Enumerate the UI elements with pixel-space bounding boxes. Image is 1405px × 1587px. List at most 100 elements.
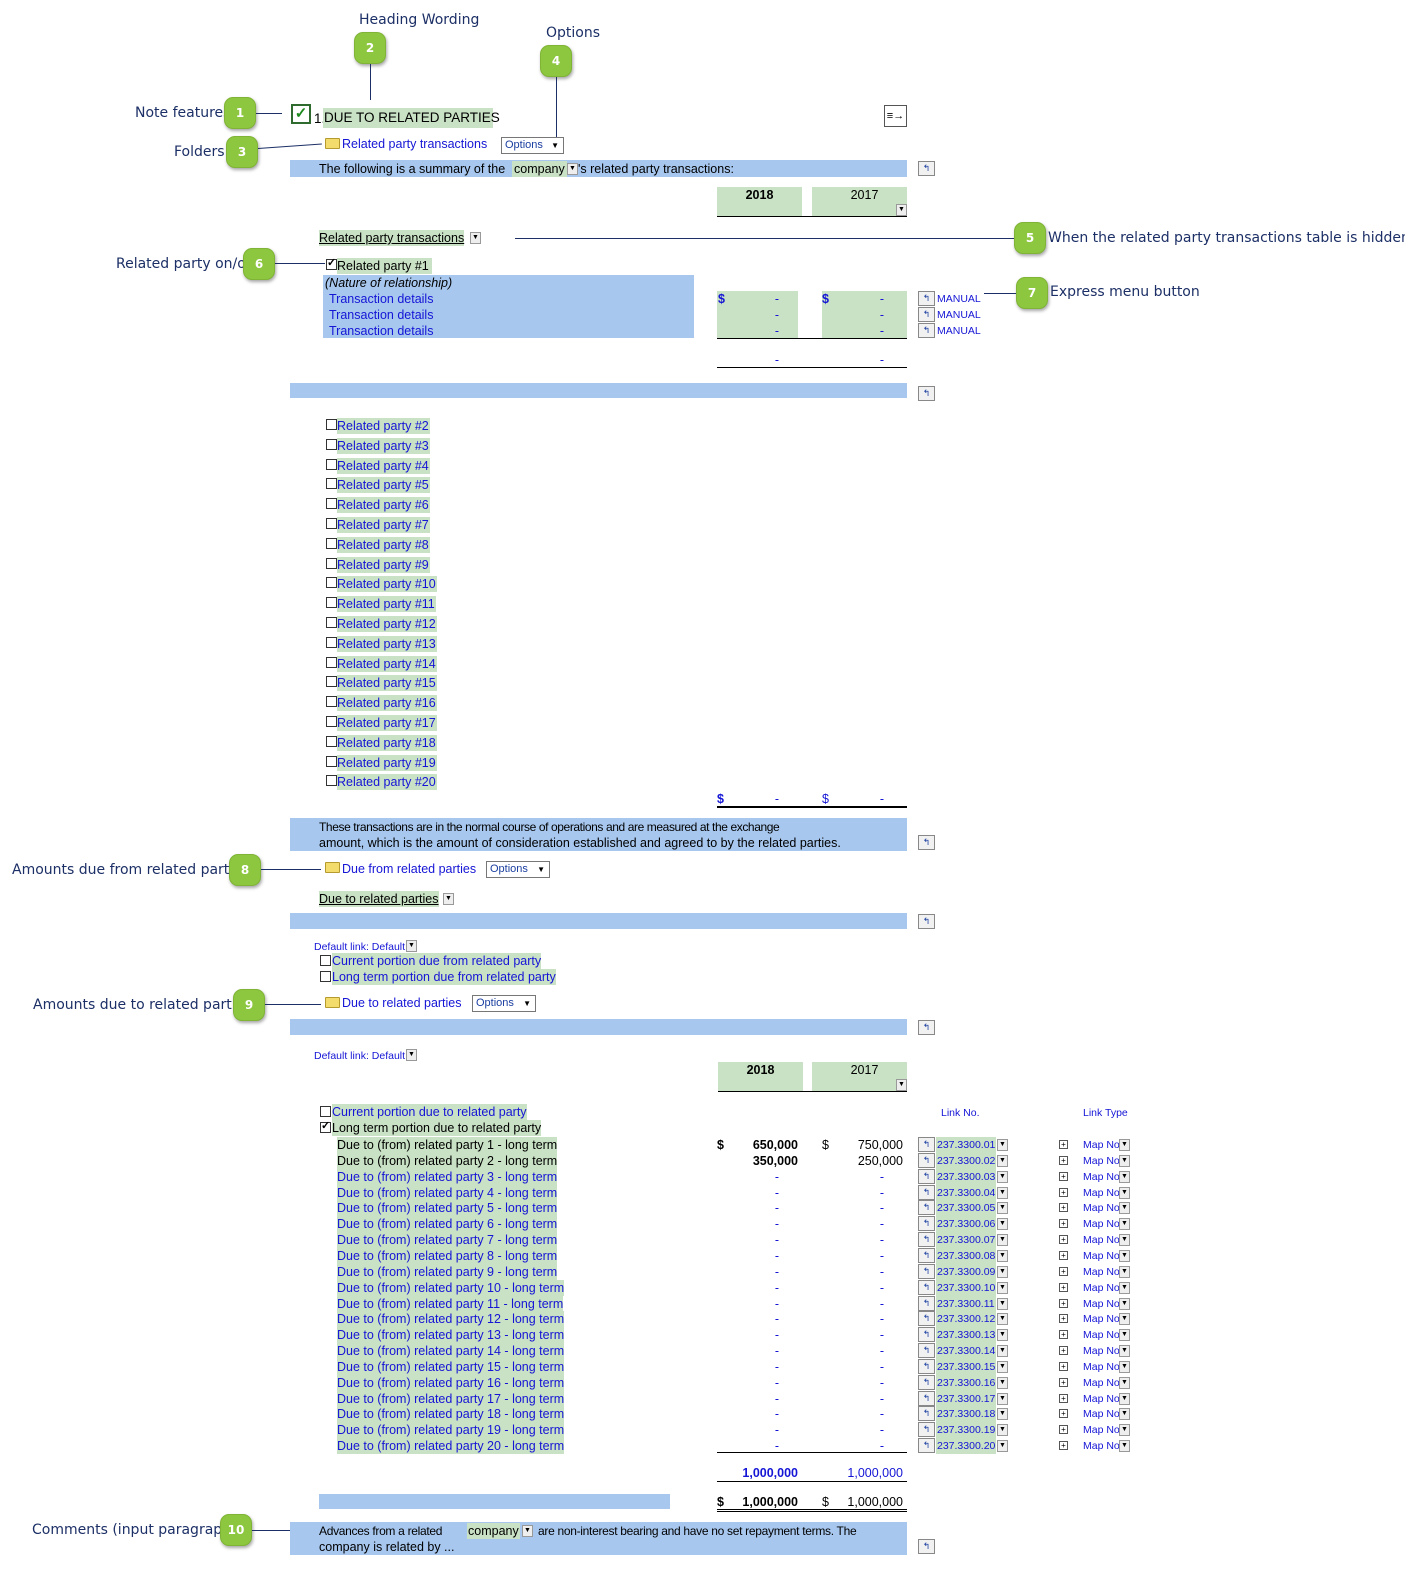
expand-icon[interactable]: +	[1059, 1187, 1068, 1197]
link-type[interactable]: Map No	[1083, 1265, 1120, 1278]
link-type-arrow[interactable]: ▼	[1119, 1424, 1130, 1437]
long-term-prior-value[interactable]: -	[879, 1280, 884, 1295]
party-1-current-cell[interactable]	[717, 291, 798, 307]
long-term-row-label[interactable]: Due to (from) related party 20 - long te…	[337, 1438, 565, 1455]
long-term-row-label[interactable]: Due to (from) related party 15 - long te…	[337, 1358, 565, 1375]
long-term-current-value[interactable]: -	[774, 1264, 779, 1279]
related-party-checkbox[interactable]	[326, 577, 337, 589]
default-link-2-arrow[interactable]: ▼	[406, 1049, 417, 1061]
export-icon[interactable]: ≡→	[884, 105, 907, 127]
link-number[interactable]: 237.3300.18	[936, 1406, 997, 1423]
related-party-checkbox[interactable]	[326, 716, 337, 727]
year-dropdown-arrow[interactable]: ▼	[896, 204, 907, 216]
link-type[interactable]: Map No	[1083, 1249, 1120, 1262]
comment-before[interactable]: Advances from a related	[319, 1524, 443, 1538]
long-term-current-value[interactable]: -	[774, 1375, 779, 1390]
link-number[interactable]: 237.3300.14	[936, 1343, 997, 1360]
link-type-arrow[interactable]: ▼	[1119, 1297, 1130, 1310]
express-menu-button[interactable]: ↰	[918, 1279, 935, 1295]
link-type[interactable]: Map No	[1083, 1154, 1120, 1167]
express-menu-button[interactable]: ↰	[918, 307, 935, 322]
related-party-checkbox[interactable]	[326, 419, 337, 430]
long-term-prior-value[interactable]: -	[879, 1375, 884, 1390]
link-number[interactable]: 237.3300.06	[936, 1216, 997, 1233]
long-term-current-value[interactable]: 650,000	[752, 1138, 798, 1152]
expand-icon[interactable]: +	[1059, 1140, 1068, 1149]
link-type[interactable]: Map No	[1083, 1218, 1120, 1231]
long-term-prior-value[interactable]: -	[879, 1233, 884, 1248]
long-term-current-value[interactable]: -	[774, 1217, 779, 1232]
link-type[interactable]: Map No	[1083, 1139, 1120, 1151]
expand-icon[interactable]: +	[1059, 1441, 1068, 1451]
link-number[interactable]: 237.3300.04	[936, 1184, 997, 1201]
link-number-arrow[interactable]: ▼	[997, 1313, 1008, 1326]
link-type[interactable]: Map No	[1083, 1376, 1120, 1389]
long-term-current-value[interactable]: -	[774, 1248, 779, 1263]
expand-icon[interactable]: +	[1059, 1425, 1068, 1435]
comment-line-2[interactable]: company is related by ...	[319, 1540, 455, 1554]
link-type-arrow[interactable]: ▼	[1119, 1408, 1130, 1421]
long-term-current-value[interactable]: -	[774, 1312, 779, 1327]
related-party-label[interactable]: Related party #20	[337, 774, 437, 791]
link-type-arrow[interactable]: ▼	[1119, 1329, 1130, 1342]
related-party-checkbox[interactable]	[326, 498, 337, 510]
party-1-prior-cell[interactable]	[822, 323, 907, 339]
expand-icon[interactable]: +	[1059, 1203, 1068, 1213]
default-link-2[interactable]: Default link: Default	[314, 1050, 406, 1062]
related-party-checkbox[interactable]	[326, 518, 337, 529]
long-term-row-label[interactable]: Due to (from) related party 5 - long ter…	[337, 1200, 558, 1217]
express-menu-button[interactable]: ↰	[918, 1343, 935, 1359]
party-1-transaction-label[interactable]: Transaction details	[329, 324, 434, 338]
link-number-arrow[interactable]: ▼	[997, 1424, 1008, 1437]
related-party-checkbox[interactable]	[326, 696, 337, 708]
expand-icon[interactable]: +	[1059, 1346, 1068, 1356]
link-type-arrow[interactable]: ▼	[1119, 1392, 1130, 1405]
comment-entity-company[interactable]: company	[467, 1523, 520, 1539]
long-term-prior-value[interactable]: 750,000	[857, 1138, 903, 1152]
long-term-row-label[interactable]: Due to (from) related party 18 - long te…	[337, 1406, 565, 1423]
from-long-label[interactable]: Long term portion due from related party	[332, 969, 556, 985]
link-type[interactable]: Map No	[1083, 1329, 1120, 1342]
to-long-label[interactable]: Long term portion due to related party	[332, 1120, 542, 1136]
link-number[interactable]: 237.3300.15	[936, 1358, 997, 1375]
related-party-label[interactable]: Related party #14	[337, 655, 437, 672]
express-menu-button[interactable]: ↰	[918, 291, 935, 306]
express-menu-button[interactable]: ↰	[918, 1406, 935, 1422]
link-number-arrow[interactable]: ▼	[997, 1170, 1008, 1183]
express-menu-button[interactable]: ↰	[918, 1200, 935, 1216]
link-type[interactable]: Map No	[1083, 1170, 1120, 1183]
link-type-arrow[interactable]: ▼	[1119, 1249, 1130, 1262]
link-number[interactable]: 237.3300.16	[936, 1374, 997, 1391]
long-term-prior-value[interactable]: -	[879, 1423, 884, 1438]
link-number-arrow[interactable]: ▼	[997, 1360, 1008, 1373]
long-term-row-label[interactable]: Due to (from) related party 10 - long te…	[337, 1279, 565, 1296]
long-term-row-label[interactable]: Due to (from) related party 7 - long ter…	[337, 1232, 558, 1249]
link-type-arrow[interactable]: ▼	[1119, 1376, 1130, 1389]
long-term-current-value[interactable]: 350,000	[752, 1153, 798, 1168]
default-link-1[interactable]: Default link: Default	[314, 941, 406, 953]
long-term-prior-value[interactable]: -	[879, 1217, 884, 1232]
long-term-current-value[interactable]: -	[774, 1233, 779, 1248]
expand-icon[interactable]: +	[1059, 1314, 1068, 1324]
long-term-row-label[interactable]: Due to (from) related party 3 - long ter…	[337, 1168, 558, 1185]
expand-icon[interactable]: +	[1059, 1409, 1068, 1419]
expand-icon[interactable]: +	[1059, 1282, 1068, 1292]
link-type-arrow[interactable]: ▼	[1119, 1170, 1130, 1183]
options-button-due-from[interactable]: Options▼	[486, 861, 550, 878]
link-number-arrow[interactable]: ▼	[997, 1218, 1008, 1231]
related-party-label[interactable]: Related party #18	[337, 734, 437, 751]
to-long-checkbox[interactable]	[320, 1119, 331, 1133]
link-type-arrow[interactable]: ▼	[1119, 1313, 1130, 1326]
related-party-checkbox[interactable]	[326, 537, 337, 549]
related-party-label[interactable]: Related party #17	[337, 715, 437, 731]
link-type-arrow[interactable]: ▼	[1119, 1345, 1130, 1358]
related-party-label[interactable]: Related party #15	[337, 675, 437, 692]
express-menu-button[interactable]: ↰	[918, 1295, 935, 1311]
from-current-label[interactable]: Current portion due from related party	[332, 953, 542, 969]
related-party-checkbox[interactable]	[326, 636, 337, 648]
expand-icon[interactable]: +	[1059, 1393, 1068, 1403]
options-button-due-to[interactable]: Options▼	[472, 995, 536, 1012]
folder-related-party-transactions[interactable]: Related party transactions	[342, 137, 488, 151]
party-1-nature[interactable]: (Nature of relationship)	[325, 276, 453, 290]
link-type-arrow[interactable]: ▼	[1119, 1265, 1130, 1278]
